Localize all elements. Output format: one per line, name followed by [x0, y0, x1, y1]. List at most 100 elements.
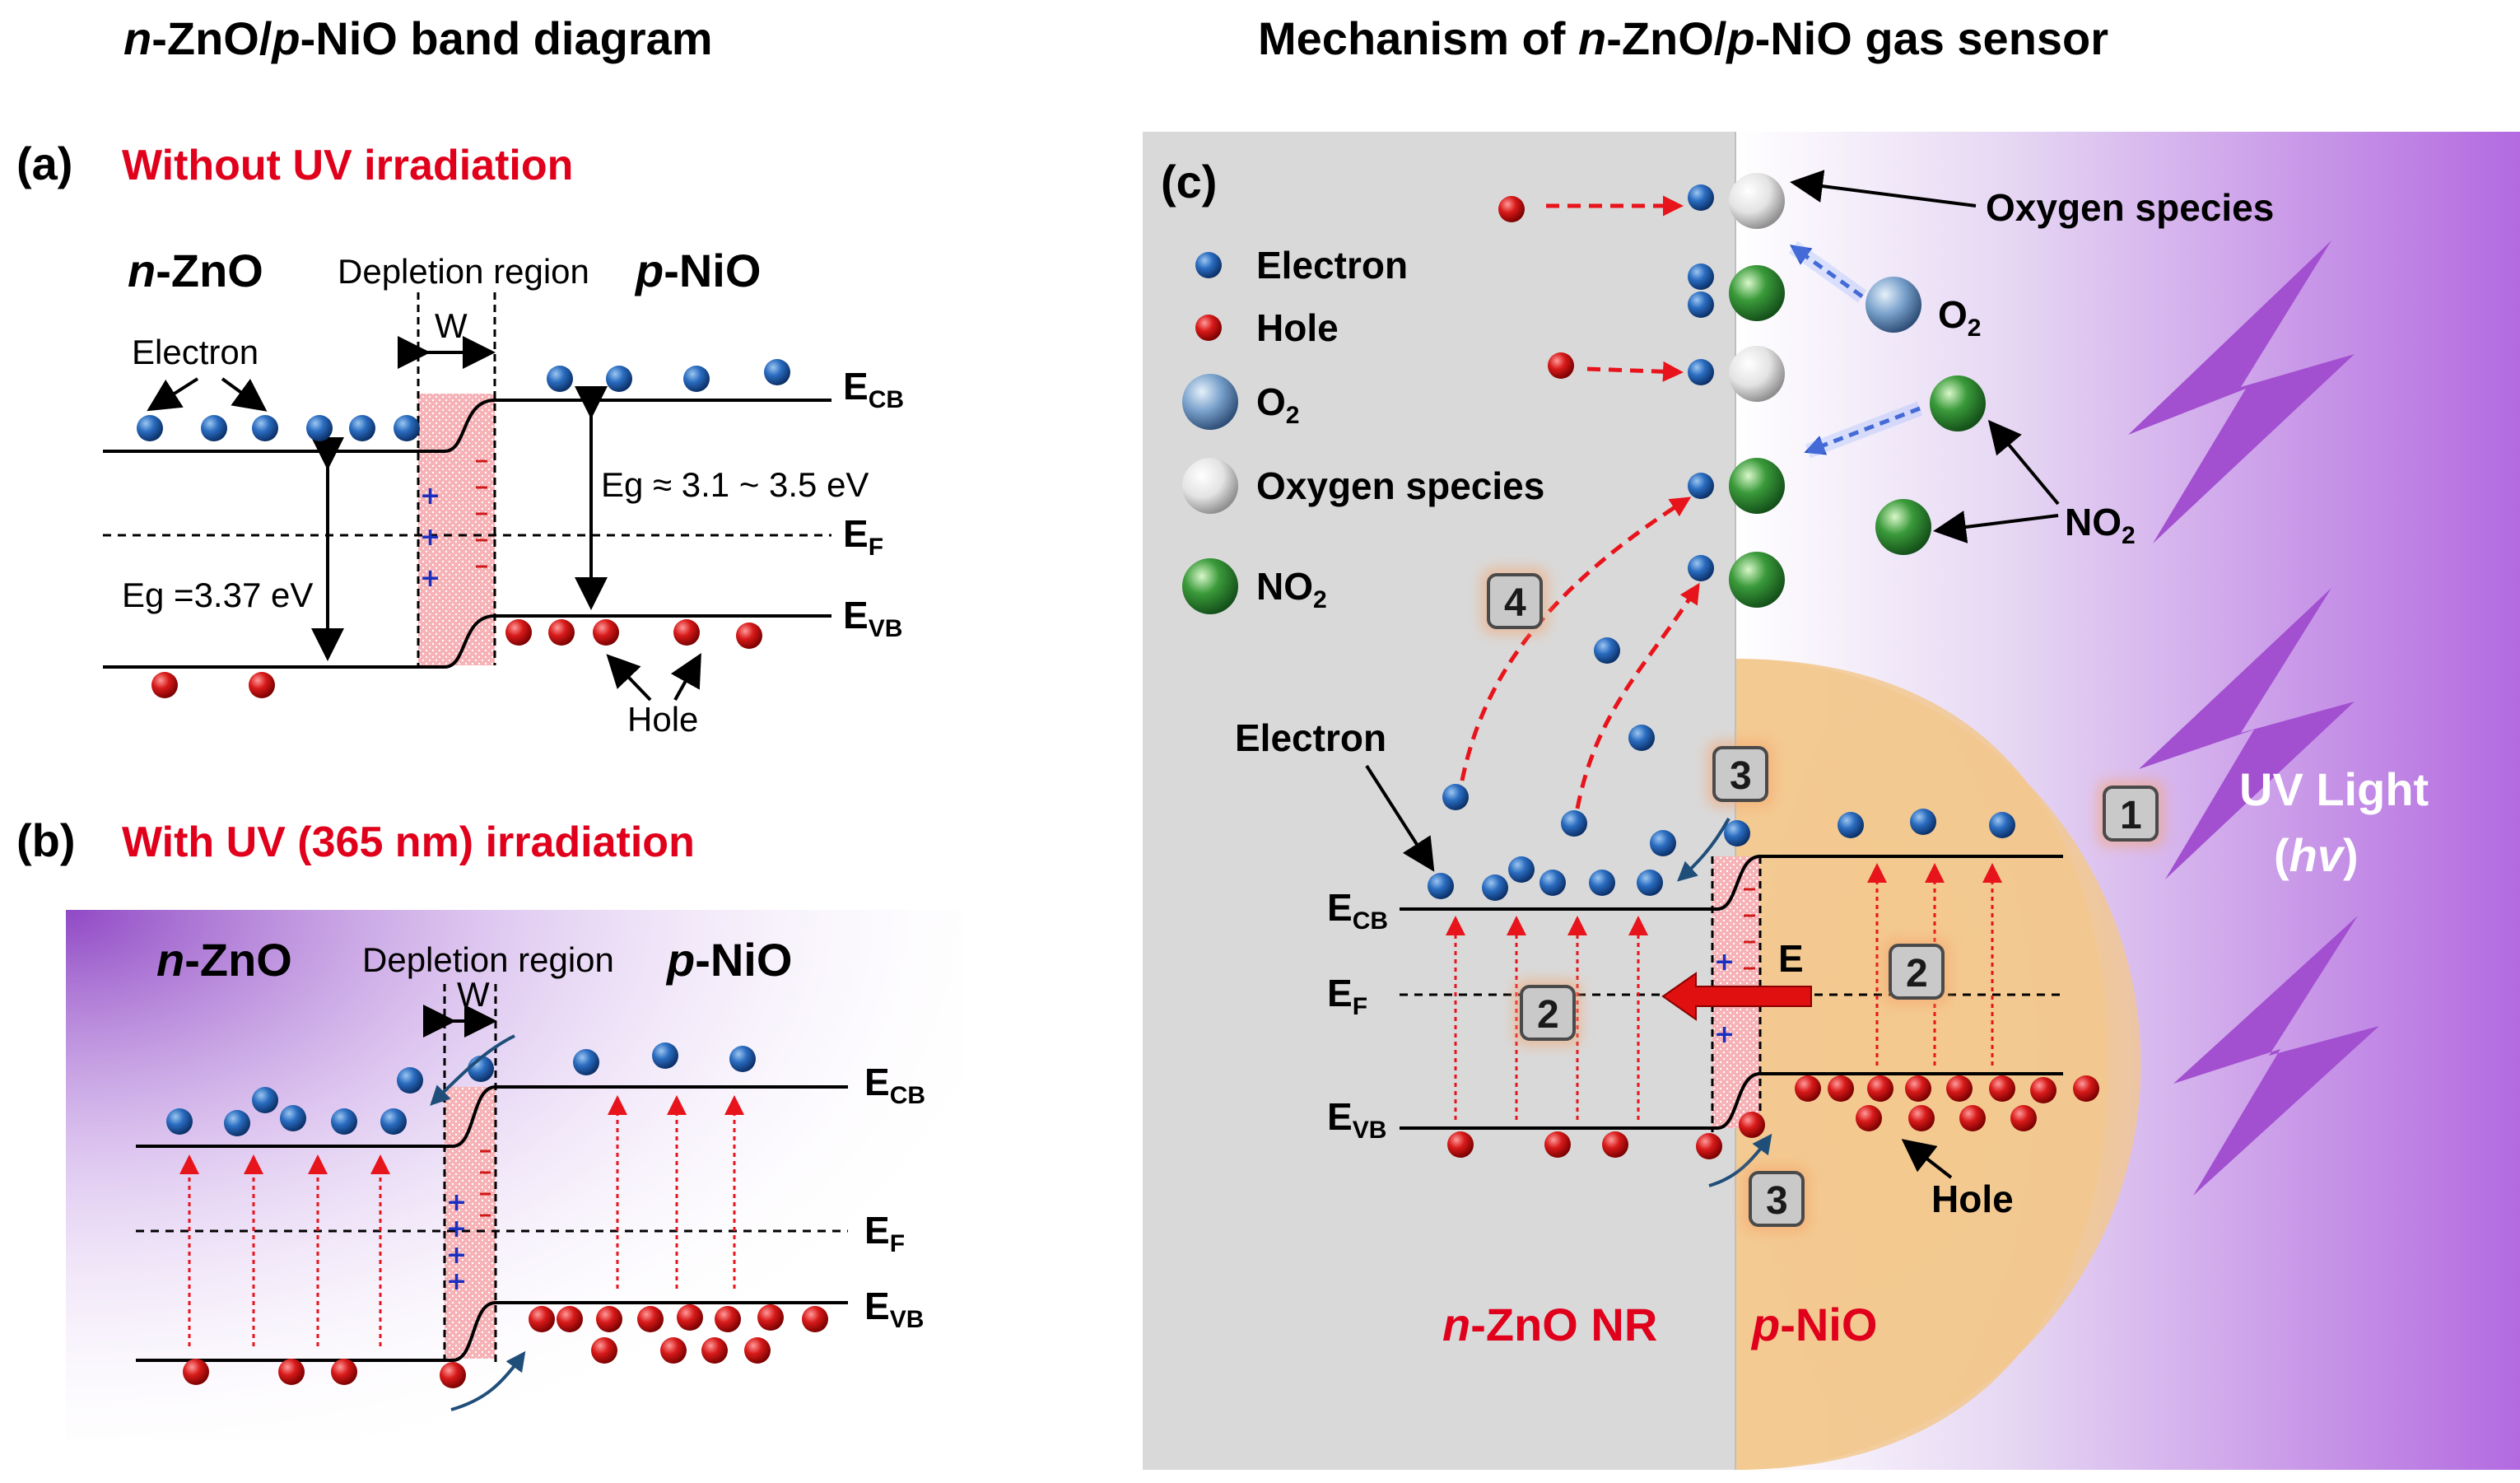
- step-badge-1: 1: [2098, 781, 2164, 846]
- electron: [166, 1108, 193, 1135]
- no2-molecule: [1729, 265, 1785, 321]
- panel-c: (c) Electron Hole O2 Oxygen species NO2: [1143, 132, 2520, 1470]
- pointer-arrow: [1790, 170, 1977, 208]
- hole: [660, 1337, 687, 1364]
- panel-b-width-label: W: [457, 975, 490, 1014]
- svg-text:3: 3: [1730, 754, 1752, 798]
- oxygen-species-icon: [1182, 458, 1238, 514]
- svg-text:2: 2: [1906, 952, 1928, 996]
- electron-migration-arrow: [1460, 497, 1692, 781]
- electron-icon: [1195, 252, 1222, 278]
- panel-a-evb-label: EVB: [843, 594, 902, 642]
- pointer-arrow: [1987, 419, 2060, 506]
- panel-b-depletion-zone: [445, 1087, 496, 1359]
- zno-nr-label: n-ZnO NR: [1442, 1299, 1657, 1350]
- pointer-arrow: [1933, 511, 2059, 543]
- electron: [1508, 856, 1535, 883]
- field-label: E: [1778, 937, 1804, 980]
- panel-a-tag: (a): [16, 138, 72, 189]
- nio-dome-shape: [1735, 659, 2108, 1470]
- electron: [1989, 812, 2015, 838]
- hole: [744, 1337, 771, 1364]
- o2-molecule-icon: [1182, 374, 1238, 430]
- panel-c-evb-label: EVB: [1327, 1095, 1386, 1144]
- panel-a-eg-right: Eg ≈ 3.1 ~ 3.5 eV: [601, 465, 869, 504]
- uv-light-label: UV Light: [2239, 763, 2429, 815]
- panel-a-ecb-label: ECB: [843, 365, 904, 413]
- electron: [1650, 830, 1676, 856]
- electron: [573, 1049, 599, 1075]
- hole: [1856, 1105, 1882, 1131]
- panel-c-valence-band: [1400, 1072, 2063, 1130]
- panel-b-heading: With UV (365 nm) irradiation: [122, 818, 695, 866]
- hole: [1447, 1131, 1474, 1158]
- hole: [2030, 1077, 2057, 1103]
- panel-b-left-material: n-ZnO: [156, 934, 292, 986]
- electron: [547, 366, 573, 392]
- no2-molecule-icon: [1182, 558, 1238, 614]
- adsorption-arrow-glow: [1788, 240, 1867, 303]
- hole: [1548, 352, 1574, 379]
- electron: [1442, 784, 1469, 810]
- svg-text:4: 4: [1504, 581, 1526, 625]
- adsorption-arrow: [1804, 406, 1921, 455]
- panel-b-ecb-label: ECB: [864, 1061, 925, 1109]
- panel-b-conduction-band: [136, 1085, 848, 1148]
- panel-a-conduction-band: [103, 399, 831, 453]
- right-title: Mechanism of n-ZnO/p-NiO gas sensor: [1258, 12, 2108, 64]
- legend: Electron Hole O2 Oxygen species NO2: [1182, 244, 1544, 614]
- electron: [1589, 870, 1615, 896]
- electron: [652, 1042, 678, 1069]
- no2-molecule: [1875, 499, 1931, 555]
- electron: [1724, 820, 1750, 846]
- pointer-arrow: [221, 377, 268, 412]
- hole: [673, 619, 700, 646]
- panel-c-hole-label: Hole: [1931, 1178, 2014, 1220]
- electron: [606, 366, 632, 392]
- step-badge-4: 4: [1482, 568, 1548, 634]
- hole: [1544, 1131, 1571, 1158]
- electron: [1838, 812, 1864, 838]
- hole: [715, 1306, 741, 1332]
- hole: [2073, 1075, 2099, 1102]
- electron: [137, 415, 163, 441]
- uv-lightning-icon: [2173, 916, 2379, 1196]
- electron: [1688, 359, 1714, 385]
- positive-charge: +: [446, 1267, 467, 1296]
- panel-b-tag: (b): [16, 814, 76, 866]
- pointer-arrow: [606, 654, 652, 702]
- panel-b-ef-label: EF: [864, 1209, 905, 1257]
- electron: [1688, 555, 1714, 581]
- positive-charge: +: [446, 1215, 467, 1243]
- uv-lightning-icon: [2139, 588, 2355, 879]
- electron: [1428, 873, 1454, 899]
- no2-molecule: [1930, 375, 1986, 431]
- hole: [1795, 1075, 1821, 1102]
- nio-label: p-NiO: [1750, 1299, 1877, 1350]
- no2-label: NO2: [2065, 501, 2136, 549]
- pointer-arrow: [1365, 764, 1435, 872]
- panel-a-depletion-label: Depletion region: [338, 252, 589, 291]
- electron: [1561, 810, 1587, 837]
- zno-region: [1143, 132, 1735, 1470]
- hole: [1498, 196, 1525, 222]
- hole: [1908, 1105, 1935, 1131]
- legend-o2: O2: [1256, 380, 1299, 429]
- step-badge-3: 3: [1707, 741, 1773, 807]
- electron: [252, 1087, 278, 1113]
- hole: [183, 1359, 209, 1385]
- panel-a-hole-label: Hole: [627, 700, 698, 739]
- hole-migration-arrow: [1586, 361, 1684, 382]
- no2-molecule: [1729, 458, 1785, 514]
- pointer-arrow: [147, 377, 199, 412]
- electron: [1910, 809, 1936, 835]
- step-badge-3: 3: [1744, 1166, 1810, 1232]
- step-badge-2: 2: [1884, 939, 1949, 1005]
- electron: [306, 415, 333, 441]
- panel-b-valence-band: [136, 1301, 848, 1362]
- hole: [593, 619, 619, 646]
- electron: [331, 1108, 357, 1135]
- electron: [1637, 870, 1663, 896]
- adsorption-arrow-glow: [1805, 401, 1923, 459]
